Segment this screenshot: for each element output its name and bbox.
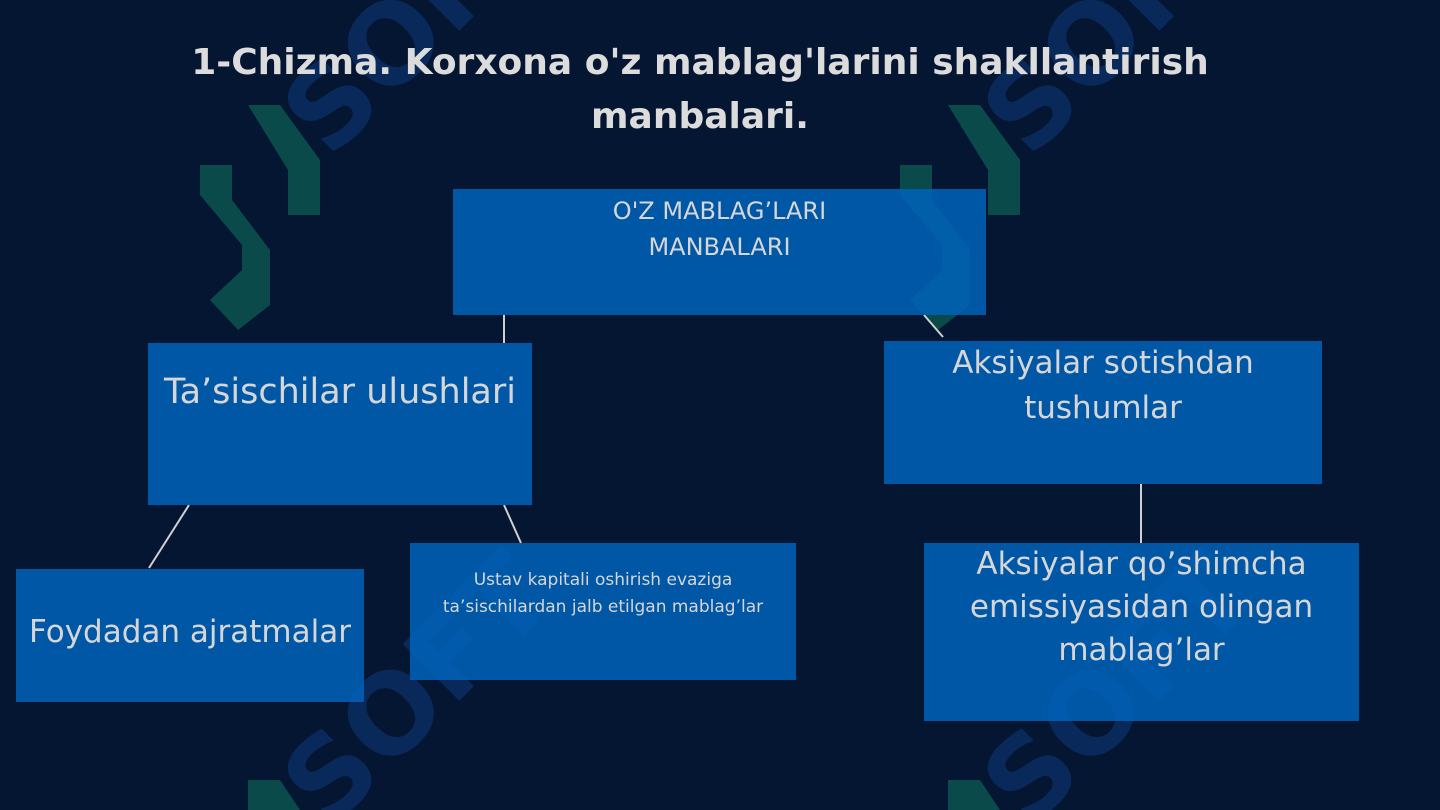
node-emission-line-2: emissiyasidan olingan xyxy=(969,589,1314,625)
node-emission-line-1: Aksiyalar qo’shimcha xyxy=(976,546,1307,582)
title-line-1: 1-Chizma. Korxona o'z mablag'larini shak… xyxy=(191,42,1209,83)
title-line-2: manbalari. xyxy=(591,96,809,137)
node-own-funds-sources: O'Z MABLAG’LARI MANBALARI xyxy=(453,189,986,315)
node-founders-shares: Ta’sischilar ulushlari xyxy=(148,343,532,505)
connector-founders-profit xyxy=(148,504,190,569)
node-capital-increase-funds: Ustav kapitali oshirish evaziga ta’sisch… xyxy=(410,543,796,680)
node-founders-label: Ta’sischilar ulushlari xyxy=(164,372,516,412)
connector-founders-capital xyxy=(503,504,522,544)
node-root-line-2: MANBALARI xyxy=(648,233,791,261)
node-capital-line-2: ta’sischilardan jalb etilgan mablag’lar xyxy=(442,597,764,617)
node-share-sales-proceeds: Aksiyalar sotishdan tushumlar xyxy=(884,341,1322,484)
node-shares-line-1: Aksiyalar sotishdan xyxy=(952,345,1254,381)
node-profit-label: Foydadan ajratmalar xyxy=(29,614,351,650)
node-root-line-1: O'Z MABLAG’LARI xyxy=(612,197,827,225)
node-emission-line-3: mablag’lar xyxy=(1058,632,1225,668)
node-profit-allocations: Foydadan ajratmalar xyxy=(16,569,364,702)
node-capital-line-1: Ustav kapitali oshirish evaziga xyxy=(473,570,733,590)
logo-mark-bottom-right xyxy=(948,780,1000,810)
page-title: 1-Chizma. Korxona o'z mablag'larini shak… xyxy=(160,36,1240,144)
node-additional-emission-funds: Aksiyalar qo’shimcha emissiyasidan oling… xyxy=(924,543,1359,721)
logo-mark-bottom-left xyxy=(248,780,300,810)
connector-root-shares xyxy=(923,314,944,338)
logo-mark-left xyxy=(200,105,320,330)
node-shares-line-2: tushumlar xyxy=(1024,390,1182,426)
